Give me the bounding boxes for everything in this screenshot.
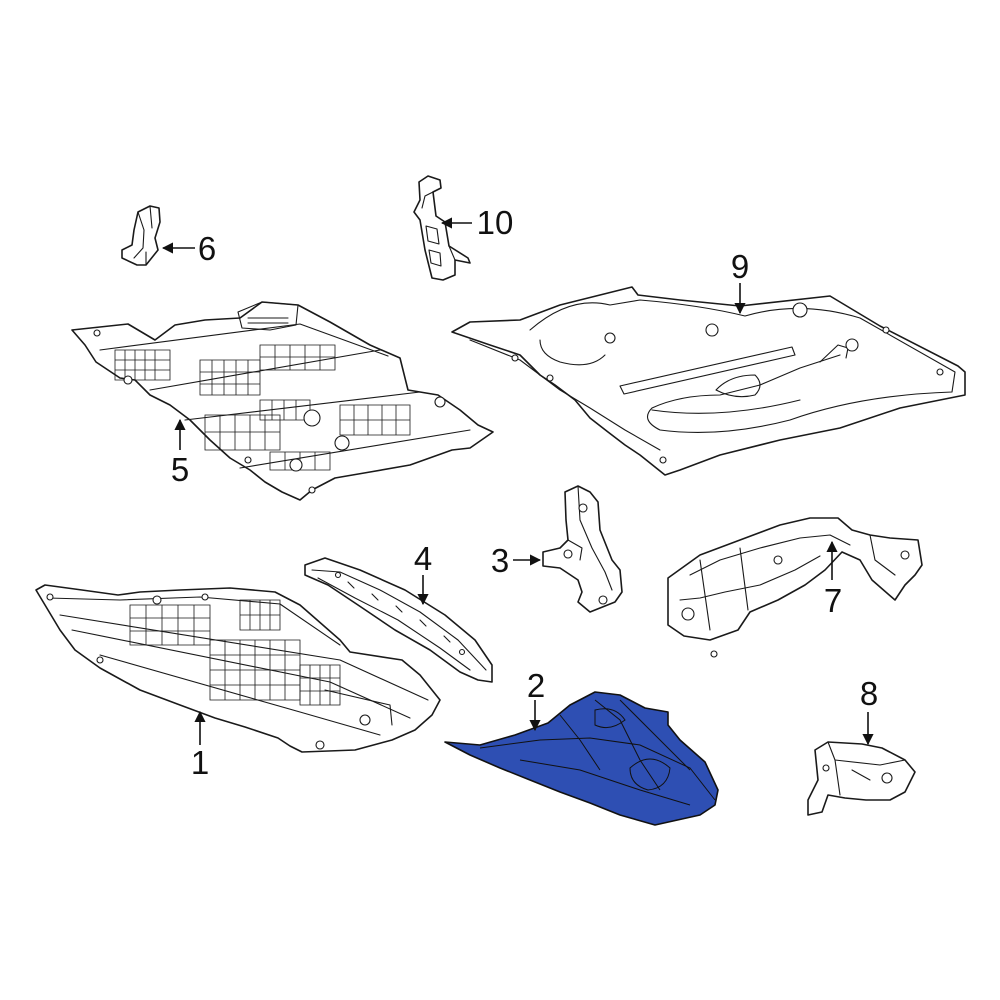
part-3-bracket[interactable]: [542, 485, 623, 613]
callout-1: 1: [191, 744, 209, 781]
part-1-undertray[interactable]: [35, 584, 441, 753]
callout-4: 4: [414, 540, 432, 577]
callout-3: 3: [491, 542, 509, 579]
leader-lines: [161, 217, 874, 746]
callout-10: 10: [477, 204, 514, 241]
part-8-bracket[interactable]: [807, 741, 916, 816]
callout-2: 2: [527, 667, 545, 704]
part-4-crossmember[interactable]: [304, 557, 493, 683]
callout-7: 7: [824, 582, 842, 619]
callout-5: 5: [171, 451, 189, 488]
part-2-shield[interactable]: [444, 691, 719, 826]
callout-labels: 1 2 3 4 5 6 7 8 9 10: [171, 204, 878, 781]
callout-8: 8: [860, 675, 878, 712]
part-7-bracket[interactable]: [667, 517, 923, 658]
part-6-bracket[interactable]: [121, 205, 161, 266]
part-10-bracket[interactable]: [413, 175, 471, 281]
callout-9: 9: [731, 248, 749, 285]
part-5-undertray[interactable]: [71, 301, 494, 501]
part-9-undertray[interactable]: [451, 286, 966, 476]
callout-6: 6: [198, 230, 216, 267]
